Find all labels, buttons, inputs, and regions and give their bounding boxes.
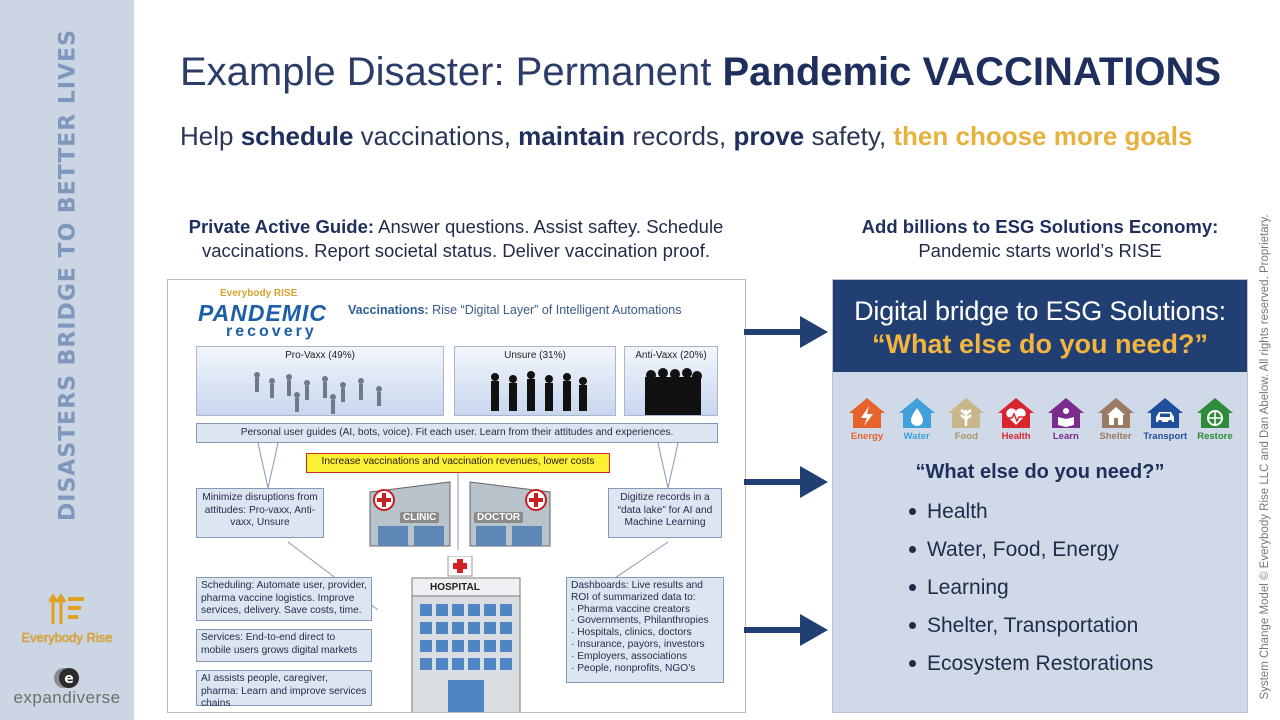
anti-vaxx-crowd: Anti-Vaxx (20%) (624, 346, 718, 416)
esg-item-restore: Restore (1191, 397, 1239, 447)
esg-item-transport: Transport (1141, 397, 1189, 447)
list-item: · Employers, associations (571, 650, 688, 662)
silhouette-crowd-icon (491, 371, 587, 411)
people-illustration-icon (254, 372, 382, 414)
goal-box: Increase vaccinations and vaccination re… (306, 453, 610, 473)
list-item: · People, nonprofits, NGO’s (571, 662, 696, 674)
list-item: Shelter, Transportation (909, 612, 1153, 650)
minimize-disruptions-box: Minimize disruptions from attitudes: Pro… (196, 488, 324, 538)
heartbeat-icon (998, 398, 1035, 428)
right-caption: Add billions to ESG Solutions Economy:Pa… (861, 216, 1219, 261)
silhouette-crowd-icon (645, 368, 702, 415)
expandiverse-logo: e expandiverse (0, 666, 134, 708)
pandemic-logo-text: PANDEMIC (198, 300, 327, 326)
infographic-heading: Vaccinations: Rise “Digital Layer” of In… (348, 303, 682, 317)
hospital-building-icon (411, 556, 521, 712)
crowd-label: Anti-Vaxx (20%) (635, 350, 707, 361)
list-item: · Pharma vaccine creators (571, 603, 690, 615)
esg-item-water: Water (893, 397, 941, 447)
esg-solutions-box: Digital bridge to ESG Solutions: “What e… (832, 279, 1248, 713)
dashboards-box: Dashboards: Live results and ROI of summ… (566, 577, 724, 683)
copyright-notice: System Change Model © Everybody Rise LLC… (1259, 214, 1271, 700)
services-box: Services: End-to-end direct to mobile us… (196, 629, 372, 662)
everybody-rise-logo: Everybody Rise (0, 592, 134, 645)
right-arrow-icon (744, 466, 828, 498)
esg-question: “What else do you need?” (915, 461, 1165, 483)
list-item: Water, Food, Energy (909, 536, 1153, 574)
globe-icon (1196, 398, 1233, 428)
sidebar: DISASTERS BRIDGE TO BETTER LIVES Everybo… (0, 0, 134, 720)
list-item: · Hospitals, clinics, doctors (571, 627, 692, 639)
sidebar-vertical-title: DISASTERS BRIDGE TO BETTER LIVES (55, 29, 81, 521)
list-item: Learning (909, 574, 1153, 612)
crowd-label: Pro-Vaxx (49%) (285, 350, 355, 361)
reading-person-icon (1047, 398, 1084, 428)
esg-item-shelter: Shelter (1092, 397, 1140, 447)
scheduling-box: Scheduling: Automate user, provider, pha… (196, 577, 372, 621)
esg-header-line1: Digital bridge to ESG Solutions: (854, 296, 1226, 326)
esg-header-line2: “What else do you need?” (871, 329, 1209, 359)
lightning-icon (849, 398, 885, 428)
svg-text:e: e (64, 671, 74, 687)
doctor-label: DOCTOR (474, 512, 524, 523)
right-arrow-icon (744, 614, 828, 646)
list-item: Ecosystem Restorations (909, 650, 1153, 688)
car-icon (1147, 398, 1184, 428)
pro-vaxx-crowd: Pro-Vaxx (49%) (196, 346, 444, 416)
esg-header: Digital bridge to ESG Solutions: “What e… (833, 280, 1247, 372)
page-title: Example Disaster: Permanent Pandemic VAC… (180, 50, 1222, 94)
logo-name: Everybody Rise (21, 630, 113, 645)
esg-needs-list: Health Water, Food, Energy Learning Shel… (909, 498, 1153, 688)
left-caption: Private Active Guide: Answer questions. … (188, 216, 724, 261)
infographic-brand: Everybody RISE (220, 288, 298, 299)
esg-item-food: Food (942, 397, 990, 447)
expandiverse-e-icon: e (52, 666, 82, 690)
list-item: · Governments, Philanthropies (571, 615, 709, 627)
esg-item-energy: Energy (843, 397, 891, 447)
dashboards-title: Dashboards: Live results and ROI of summ… (571, 580, 703, 603)
hospital-label: HOSPITAL (430, 582, 480, 593)
water-drop-icon (898, 398, 935, 428)
infographic-panel: Everybody RISE PANDEMIC recovery Vaccina… (167, 279, 746, 713)
page-subtitle: Help schedule vaccinations, maintain rec… (180, 121, 1193, 151)
digitize-records-box: Digitize records in a “data lake” for AI… (608, 488, 722, 538)
recovery-logo-text: recovery (226, 323, 317, 340)
esg-icon-row: Energy Water Food Health Learn Shelter (843, 397, 1239, 447)
list-item: · Insurance, payors, investors (571, 638, 705, 650)
house-icon (1097, 398, 1134, 428)
personal-guides-box: Personal user guides (AI, bots, voice). … (196, 423, 718, 443)
ai-assists-box: AI assists people, caregiver, pharma: Le… (196, 670, 372, 709)
rising-arrows-icon (47, 592, 85, 626)
clinic-label: CLINIC (400, 512, 440, 523)
crowd-label: Unsure (31%) (504, 350, 566, 361)
wheat-icon (948, 398, 985, 428)
list-item: Health (909, 498, 1153, 536)
esg-item-learn: Learn (1042, 397, 1090, 447)
esg-item-health: Health (992, 397, 1040, 447)
unsure-crowd: Unsure (31%) (454, 346, 616, 416)
logo-name: expandiverse (13, 688, 121, 707)
right-arrow-icon (744, 316, 828, 348)
